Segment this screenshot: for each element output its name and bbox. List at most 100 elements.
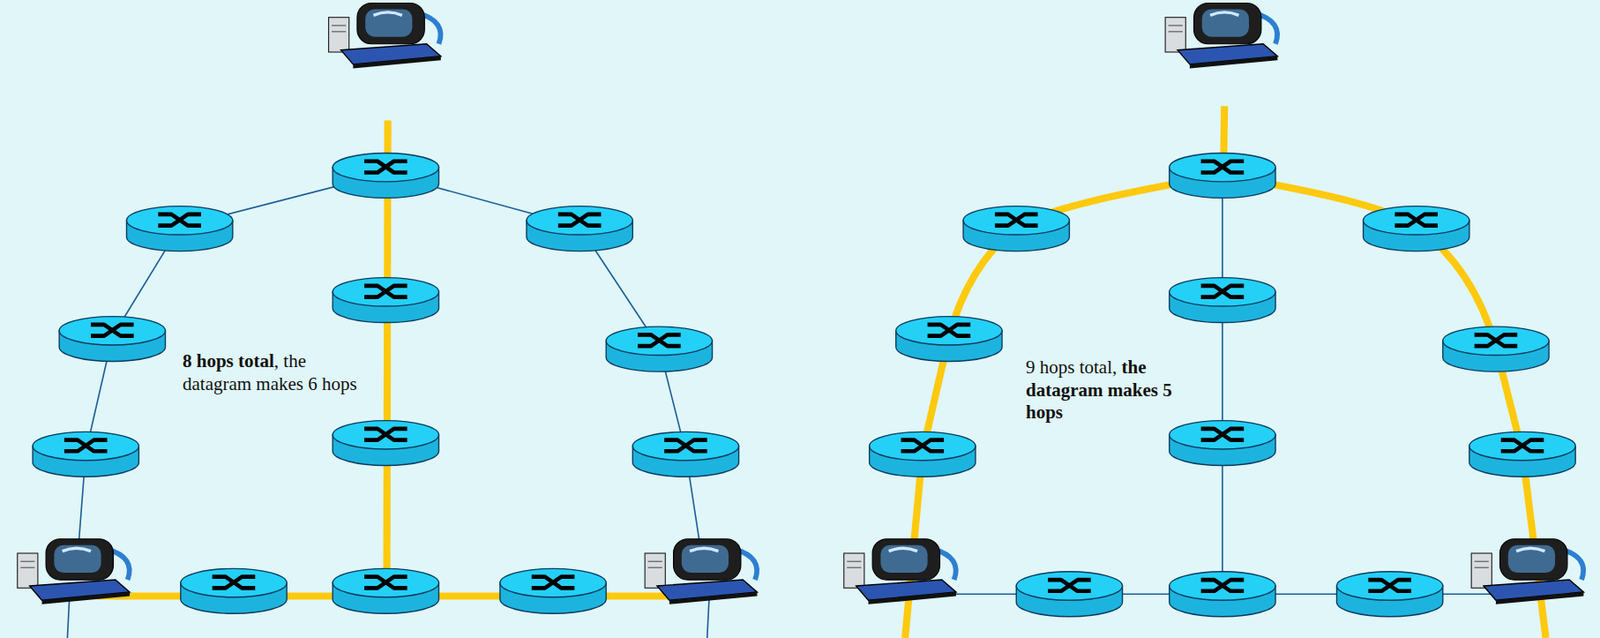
router-top	[1469, 431, 1576, 460]
router-top	[332, 568, 439, 597]
router-cross	[1201, 285, 1245, 298]
note-text: 8 hops total, the datagram makes 6 hops	[182, 350, 364, 396]
note-label: 9 hops total,	[1025, 356, 1122, 378]
router-top	[1363, 206, 1470, 235]
router-symbol	[869, 431, 976, 477]
link-line	[76, 173, 387, 572]
link-line	[67, 597, 69, 638]
host-tower-slot	[648, 567, 663, 569]
router-top	[127, 206, 233, 235]
host-computer	[844, 538, 957, 605]
host-tower-slot	[648, 560, 663, 562]
note-text: 9 hops total, the datagram makes 5 hops	[1025, 356, 1207, 425]
router-cross	[212, 576, 256, 589]
router-top	[32, 431, 139, 460]
router-cross	[901, 440, 945, 452]
host-monitor	[872, 538, 940, 580]
host-tower-slot	[1168, 30, 1183, 32]
router-cross	[994, 214, 1039, 226]
router-cross	[1047, 579, 1092, 591]
router-cross	[1201, 161, 1245, 173]
router-cross	[157, 214, 202, 226]
router-symbol	[59, 316, 165, 362]
host-computer	[1471, 538, 1584, 605]
router-top	[963, 206, 1070, 235]
host-screen	[1202, 8, 1249, 37]
router-cross	[364, 576, 408, 589]
router-top	[1336, 571, 1443, 600]
router-cross	[927, 324, 972, 337]
host-tower-slot	[846, 560, 861, 562]
link-line	[707, 597, 710, 638]
router-cross	[1201, 579, 1245, 591]
host-screen	[53, 545, 101, 573]
host-computer	[328, 2, 442, 68]
host-monitor	[673, 538, 741, 580]
router-top	[1169, 571, 1276, 600]
router-cross	[1368, 579, 1412, 591]
host-keyboard-edge	[41, 591, 129, 605]
router-cross	[1501, 440, 1545, 452]
router-cross	[664, 440, 708, 452]
host-keyboard-edge	[1189, 56, 1278, 69]
host-keyboard-edge	[1495, 591, 1584, 605]
router-top	[180, 568, 287, 597]
router-cross	[994, 214, 1039, 226]
router-symbol	[1442, 326, 1549, 372]
router-cross	[664, 440, 708, 452]
router-cross	[1394, 214, 1438, 226]
host-monitor	[357, 2, 425, 44]
host-computer	[1165, 2, 1278, 68]
host-computer	[644, 538, 757, 605]
highlighted-path	[1222, 175, 1547, 638]
host-tower	[644, 553, 666, 588]
router-cross	[558, 214, 602, 226]
router-cross	[558, 214, 602, 226]
router-cross	[531, 576, 576, 589]
link-line	[1221, 173, 1224, 591]
router-symbol	[526, 206, 633, 252]
router-cross	[90, 324, 135, 337]
host-tower-slot	[20, 567, 35, 569]
router-cross	[364, 285, 408, 298]
router-symbol	[1336, 571, 1443, 617]
host-tower	[328, 17, 350, 53]
router-cross	[364, 285, 408, 298]
router-symbol	[1169, 420, 1276, 466]
router-cross	[364, 161, 408, 173]
router-cross	[364, 161, 408, 173]
host-monitor	[1194, 2, 1262, 44]
router-symbol	[32, 431, 139, 477]
router-cross	[1394, 214, 1438, 226]
host-tower-slot	[1168, 24, 1183, 26]
router-top	[896, 316, 1002, 345]
host-tower	[844, 553, 865, 588]
router-symbol	[180, 568, 287, 614]
router-top	[605, 326, 712, 355]
router-cross	[90, 324, 135, 337]
router-symbol	[963, 206, 1070, 252]
host-keyboard-edge	[352, 56, 441, 69]
router-symbol	[1169, 153, 1276, 199]
router-cross	[1201, 428, 1245, 441]
router-cross	[1201, 579, 1245, 591]
host-tower	[17, 553, 38, 588]
router-cross	[212, 576, 256, 589]
router-cross	[927, 324, 972, 337]
router-cross	[1201, 428, 1245, 441]
devices	[17, 2, 1585, 616]
host-tower-slot	[331, 30, 346, 32]
router-symbol	[500, 568, 606, 614]
host-screen-glare	[1210, 12, 1239, 15]
host-monitor	[1500, 538, 1568, 580]
router-top	[632, 431, 739, 460]
host-keyboard-edge	[669, 591, 757, 605]
router-symbol	[1469, 431, 1576, 477]
router-symbol	[632, 431, 739, 477]
host-keyboard-edge	[868, 591, 957, 605]
link-line	[385, 173, 704, 572]
note-label: 8 hops total	[182, 350, 275, 372]
router-cross	[1047, 579, 1092, 591]
router-symbol	[1363, 206, 1470, 252]
